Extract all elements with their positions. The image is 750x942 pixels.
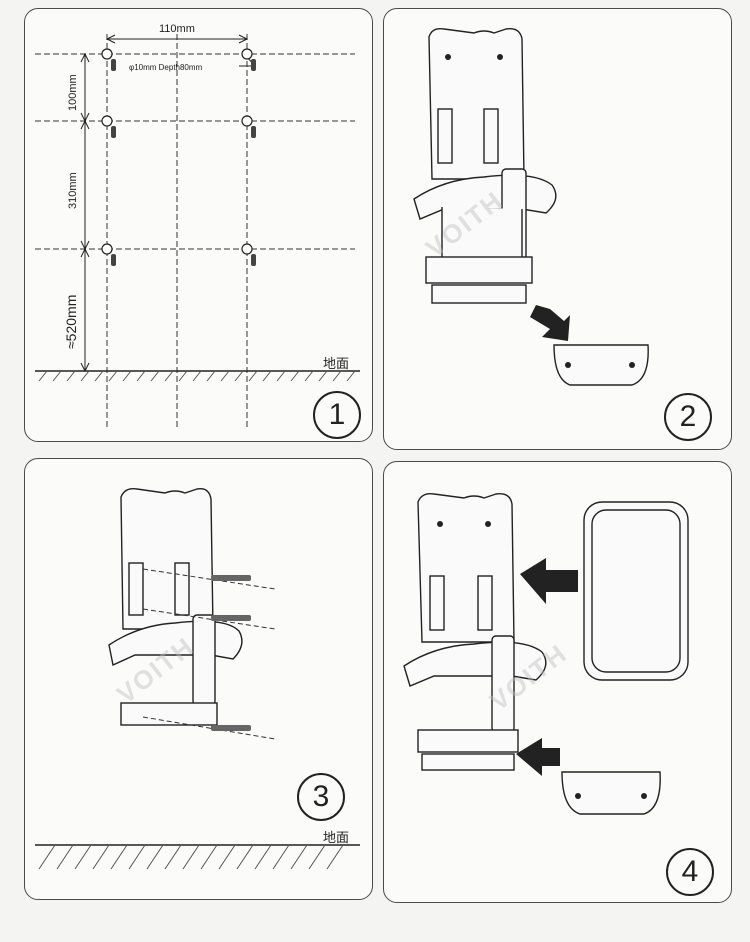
first-gap-dimension-label: 100mm [67, 74, 79, 111]
floor-hatching [38, 370, 356, 382]
wall-mounting-drawing [35, 487, 360, 870]
second-gap-dimension-label: 310mm [67, 172, 79, 209]
step-4-finish-panel: VOITH 4 [383, 461, 732, 903]
final-assembly-drawing [403, 492, 689, 815]
floor-gap-dimension-label: ≈520mm [63, 294, 79, 349]
step-number: 4 [666, 848, 714, 896]
step-2-cover-panel: VOITH 2 [383, 8, 732, 450]
floor-hatching [38, 844, 344, 870]
bolt-icons [211, 575, 251, 731]
step-1-drilling-panel: 110mm φ10mm Depth80mm 100mm 310mm ≈520mm… [24, 8, 373, 442]
drilling-layout-drawing [35, 34, 360, 429]
step-number: 3 [297, 773, 345, 821]
seat-assembly-drawing [413, 27, 649, 386]
step-3-mounting-panel: VOITH 地面 3 [24, 458, 373, 900]
ground-label: 地面 [323, 831, 350, 846]
anchor-plug-icons [111, 59, 256, 266]
ground-label: 地面 [323, 357, 350, 372]
drill-note-label: φ10mm Depth80mm [129, 63, 203, 72]
drill-hole-markers [101, 48, 253, 255]
step-number: 2 [664, 393, 712, 441]
width-dimension-label: 110mm [159, 23, 195, 35]
step-number: 1 [313, 391, 361, 439]
